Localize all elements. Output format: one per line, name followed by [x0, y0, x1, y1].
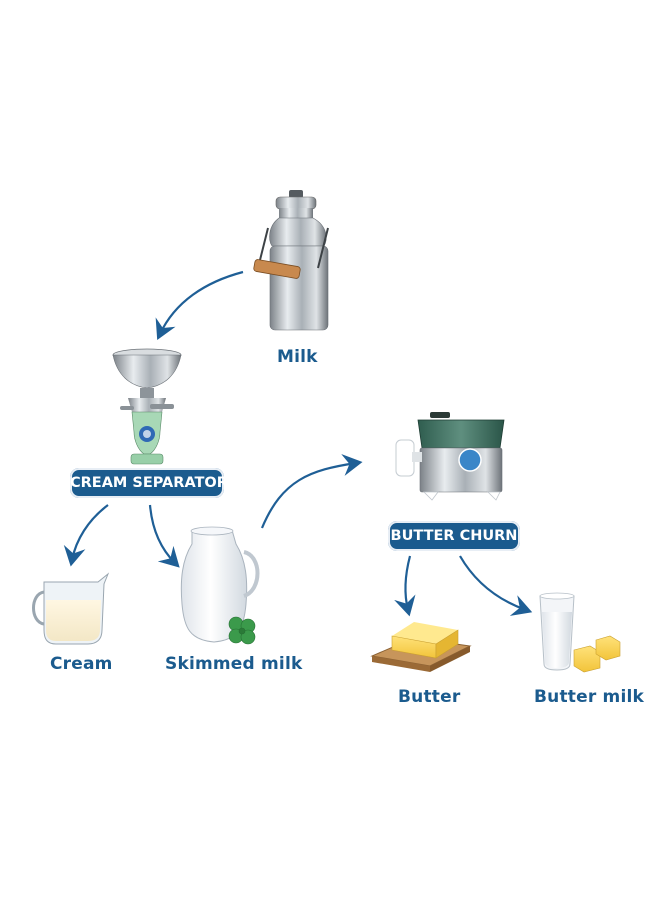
arrow-churn-to-butter-milk: [459, 555, 533, 616]
arrow-milk-to-separator: [155, 270, 244, 340]
arrow-churn-to-butter: [394, 555, 416, 617]
arrows: [63, 270, 533, 617]
milk-glass-icon: [539, 592, 621, 673]
milk-can-icon: [253, 190, 329, 331]
cream-separator-label: CREAM SEPARATOR: [70, 468, 228, 498]
arrow-separator-to-skimmed-milk: [148, 504, 180, 568]
milk-label: Milk: [277, 347, 318, 367]
butter-cubes-icon: [573, 635, 621, 673]
cream-separator-icon: [112, 348, 182, 465]
arrow-skimmed-milk-to-churn: [260, 454, 363, 529]
cream-label: Cream: [50, 654, 113, 674]
butter-milk-label: Butter milk: [534, 687, 645, 707]
skimmed-milk-label: Skimmed milk: [165, 654, 303, 674]
milk-jug-icon: [180, 526, 260, 645]
butter-churn-label: BUTTER CHURN: [388, 521, 520, 551]
clover-icon: [228, 616, 256, 645]
cream-jug-icon: [32, 572, 110, 645]
butter-block-icon: [370, 622, 472, 672]
butter-label: Butter: [398, 687, 461, 707]
butter-churn-icon: [395, 412, 505, 501]
arrow-separator-to-cream: [63, 504, 109, 567]
